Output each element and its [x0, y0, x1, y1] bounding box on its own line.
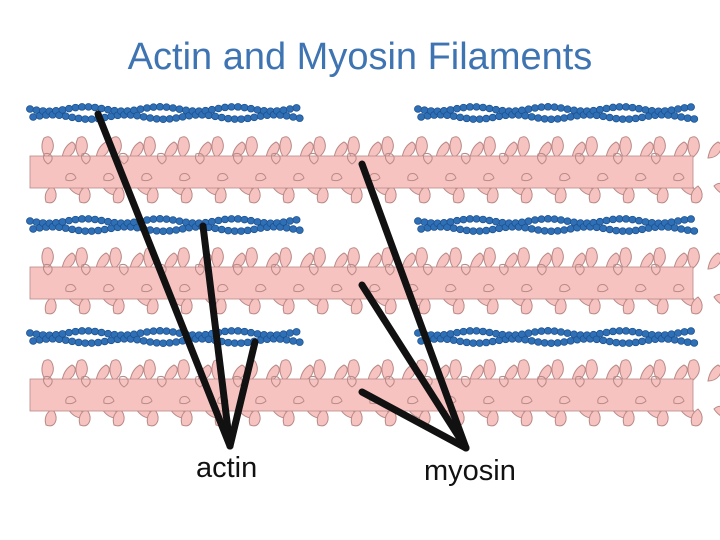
actin-filament [414, 327, 699, 347]
myosin-filament [29, 359, 720, 427]
slide-title: Actin and Myosin Filaments [127, 36, 593, 78]
myosin-pointer-line [358, 388, 470, 452]
myosin-label: myosin [424, 455, 516, 487]
actin-filament [26, 103, 304, 123]
actin-filament [26, 327, 304, 347]
actin-pointer-line [94, 110, 234, 450]
actin-pointer-line [199, 222, 234, 450]
actin-label: actin [196, 452, 258, 484]
myosin-filaments [29, 136, 720, 427]
pointer-lines [94, 110, 470, 452]
actin-filament [414, 103, 699, 123]
myosin-filament [29, 136, 720, 204]
actin-filament [26, 215, 304, 235]
actin-filament [414, 215, 699, 235]
actin-filaments [26, 103, 699, 347]
myosin-pointer-line [358, 160, 470, 452]
myosin-pointer-line [358, 281, 470, 452]
actin-pointer-line [226, 338, 259, 450]
